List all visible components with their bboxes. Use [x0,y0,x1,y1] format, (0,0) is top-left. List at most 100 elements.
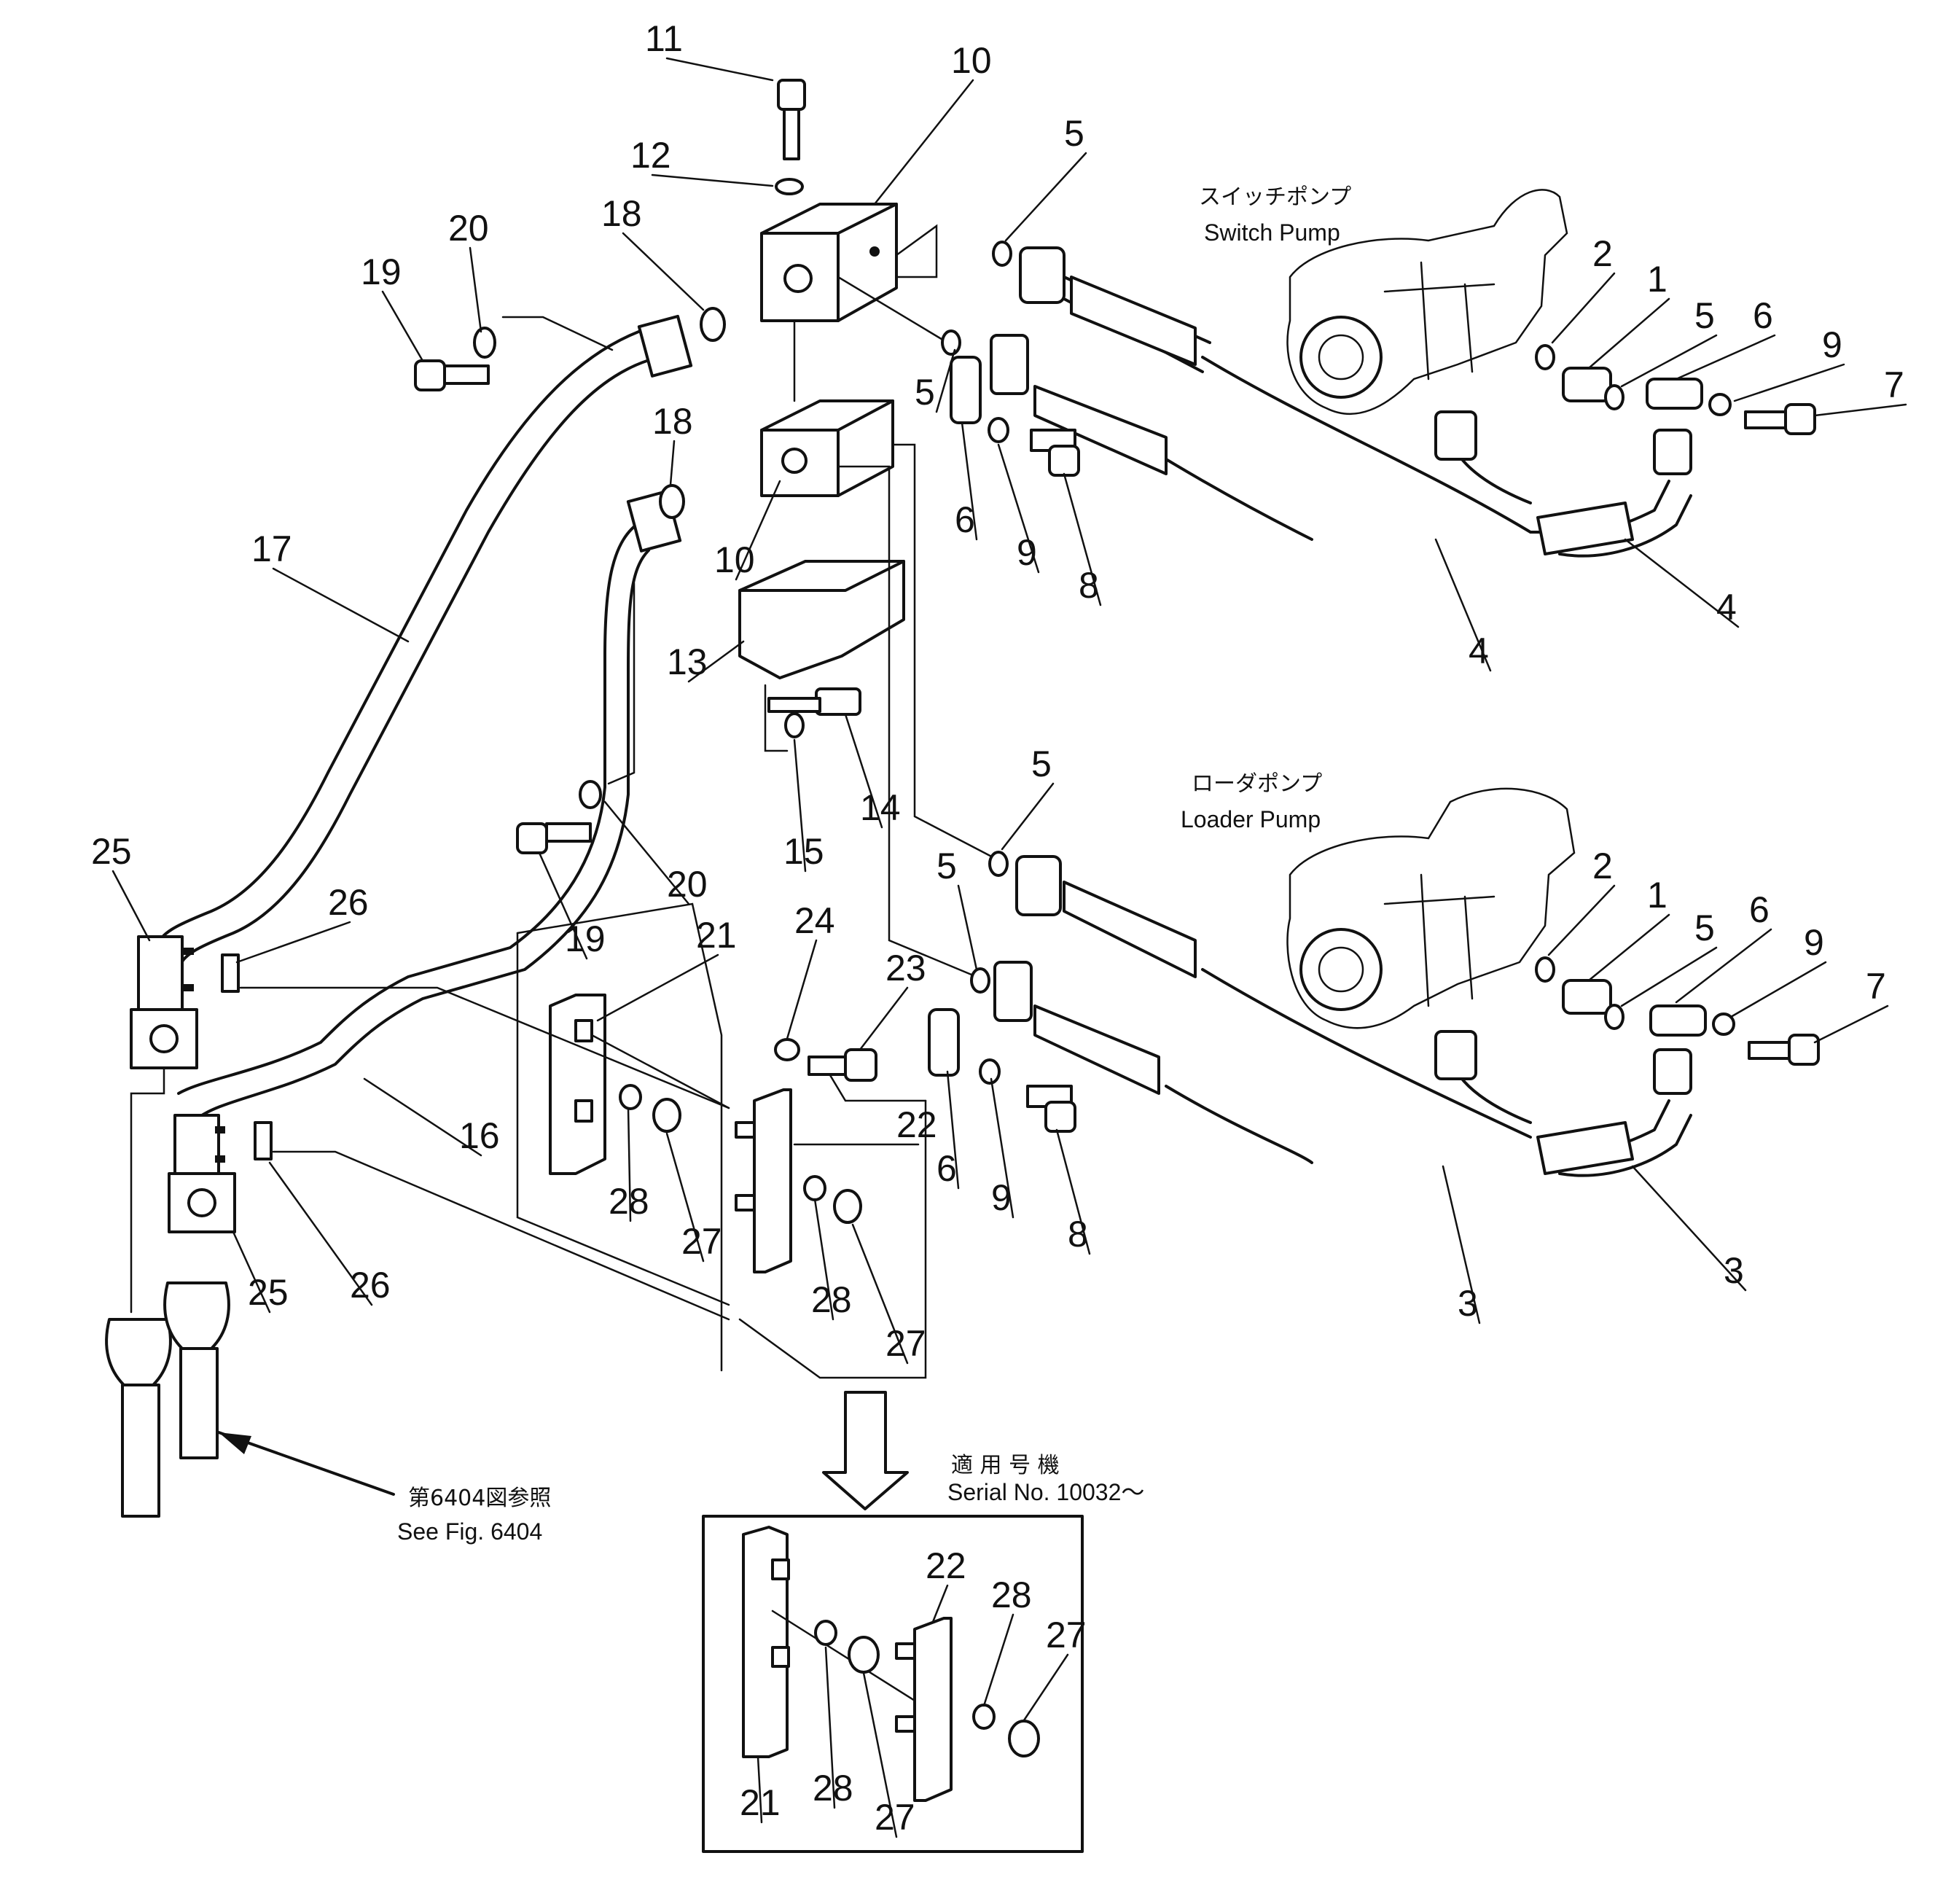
manifold-block-lower [760,399,894,497]
callout-leader [990,1077,1014,1219]
callout-leader [1587,297,1670,370]
callout-number: 25 [91,831,132,872]
callout-number: 20 [448,208,489,249]
inset-nut-27-a [848,1636,880,1674]
callout-number: 27 [875,1797,915,1838]
callout-leader [1631,1165,1747,1292]
callout-leader [1813,403,1907,417]
callout-number: 11 [645,18,683,59]
washer-9-lower [979,1058,1001,1085]
callout-leader [1620,334,1718,388]
callout-number: 18 [652,401,693,442]
callout-leader [931,1584,949,1623]
flange-25-lower [168,1114,236,1233]
callout-leader [622,232,705,311]
callout-number: 3 [1724,1250,1744,1291]
nut-27-a [652,1098,681,1133]
oring-18-lower [659,484,685,519]
callout-number: 22 [896,1104,937,1145]
bolt-7-upper [1744,403,1816,435]
callout-number: 20 [667,864,708,905]
callout-leader [1624,538,1740,628]
callout-number: 6 [955,499,975,540]
callout-number: 3 [1458,1283,1478,1324]
callout-leader [665,57,774,82]
washer-9-upper-right [1708,393,1732,416]
callout-number: 5 [1694,908,1715,948]
washer-24 [774,1038,800,1061]
callout-number: 10 [951,40,992,81]
callout-leader [1620,946,1718,1007]
callout-number: 2 [1592,233,1613,274]
callout-leader [1675,334,1776,381]
arrow-down [822,1391,909,1510]
callout-leader [844,713,883,829]
callout-leader [1733,363,1845,402]
callout-leader [603,800,690,905]
callout-number: 5 [937,846,957,886]
nut-27-b [833,1189,862,1224]
manifold-block-upper [760,203,898,322]
split-flange-6-upper [950,356,982,424]
callout-number: 5 [1031,744,1052,784]
callout-leader [381,290,424,362]
callout-leader [363,1077,482,1157]
bolt-11 [777,79,806,160]
callout-number: 9 [1804,922,1824,963]
bolt-19-upper [414,359,490,391]
hose-4-right [1434,410,1692,558]
callout-leader [268,1161,373,1306]
callout-leader [946,1070,960,1190]
oring-5-lower-a [988,851,1009,877]
switch-pump-label-en: Switch Pump [1204,219,1340,246]
callout-number: 8 [1079,565,1099,606]
callout-number: 9 [991,1177,1012,1218]
callout-leader [112,870,151,942]
callout-number: 1 [1647,875,1667,916]
callout-leader [735,480,781,581]
reference-label-jp: 第6404図参照 [408,1486,551,1511]
callout-leader [1729,961,1827,1018]
pipe-16 [177,489,682,1120]
plate-22 [735,1088,792,1273]
callout-leader [1023,1653,1069,1722]
callout-leader [687,640,745,683]
flange-1-upper [1562,367,1612,402]
callout-number: 19 [361,251,402,292]
callout-number: 23 [885,948,926,988]
oring-5-top-b [941,329,961,356]
hose-3-lower-a [1015,855,1532,1139]
oring-5-upper-right [1604,384,1624,410]
oring-2-upper [1535,344,1555,370]
callout-number: 5 [1064,113,1084,154]
hose-end-left [105,1318,172,1518]
callout-number: 8 [1068,1214,1088,1255]
callout-number: 4 [1469,631,1489,671]
callout-leader [1442,1165,1481,1324]
callout-number: 10 [714,539,755,580]
callout-number: 28 [813,1768,853,1809]
hose-end-right [163,1281,230,1459]
callout-leader [272,567,410,643]
callout-number: 17 [251,528,292,569]
callout-leader [1675,928,1772,1004]
callout-number: 27 [885,1323,926,1364]
callout-number: 28 [991,1575,1032,1615]
callout-number: 18 [601,193,642,234]
callout-leader [1055,1128,1091,1255]
callout-number: 25 [248,1272,289,1313]
callout-number: 24 [794,900,835,941]
callout-leader [786,939,818,1040]
callout-leader [793,738,807,873]
callout-number: 13 [667,641,708,682]
callout-leader [1001,782,1055,851]
hose-4-upper-b [990,334,1313,541]
callout-number: 21 [740,1782,781,1823]
callout-leader [1813,1004,1889,1044]
split-flange-6-lower [928,1008,960,1077]
clip-26-lower [254,1121,273,1160]
hose-4-upper-a [1019,246,1547,534]
callout-leader [596,953,719,1022]
oring-5-lower-right [1604,1004,1624,1030]
